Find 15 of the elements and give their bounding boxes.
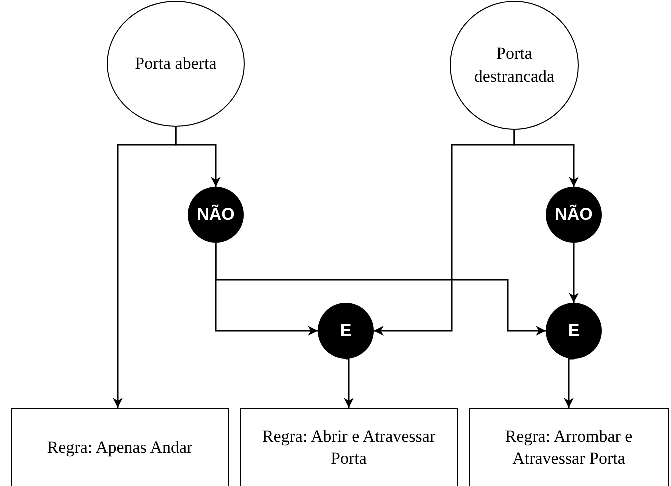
node-label: Regra: Apenas Andar — [47, 436, 193, 459]
node-label: Regra: Abrir e Atravessar Porta — [261, 426, 437, 470]
node-label: Porta destrancada — [473, 43, 556, 88]
node-label: Porta aberta — [135, 52, 217, 75]
arrow — [215, 243, 546, 336]
node-label: E — [340, 320, 352, 342]
node-label: Regra: Arrombar e Atravessar Porta — [504, 426, 634, 470]
arrow — [569, 242, 579, 303]
node-label: E — [568, 320, 580, 342]
node-label: NÃO — [197, 204, 235, 226]
arrow — [113, 127, 177, 408]
node-label: NÃO — [555, 204, 593, 226]
arrow — [374, 130, 516, 336]
arrow — [564, 358, 574, 408]
arrow — [344, 358, 354, 408]
